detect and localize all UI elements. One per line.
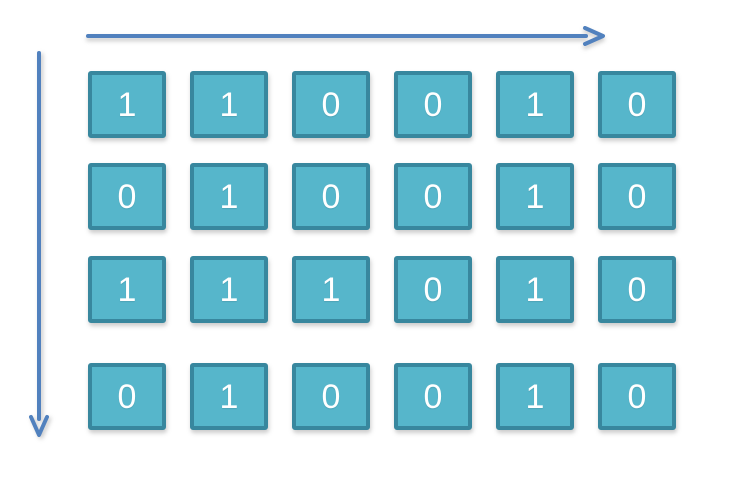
horizontal-right-arrow-icon	[86, 26, 605, 46]
matrix-cell: 1	[190, 163, 268, 230]
matrix-cell: 1	[190, 363, 268, 430]
matrix-cell: 0	[598, 363, 676, 430]
matrix-cell: 1	[190, 71, 268, 138]
matrix-cell: 0	[292, 363, 370, 430]
matrix-cell: 0	[598, 71, 676, 138]
matrix-cell: 0	[598, 163, 676, 230]
matrix-cell: 0	[88, 163, 166, 230]
matrix-cell: 1	[496, 363, 574, 430]
matrix-cell: 0	[88, 363, 166, 430]
horizontal-arrowhead	[583, 26, 605, 46]
matrix-cell: 1	[88, 256, 166, 323]
matrix-cell: 1	[190, 256, 268, 323]
matrix-cell: 0	[394, 163, 472, 230]
matrix-cell: 0	[292, 71, 370, 138]
matrix-cell: 1	[496, 256, 574, 323]
matrix-cell: 1	[496, 163, 574, 230]
matrix-cell: 0	[292, 163, 370, 230]
vertical-arrowhead	[29, 415, 49, 437]
matrix-cell: 0	[394, 363, 472, 430]
matrix-cell: 1	[496, 71, 574, 138]
matrix-cell: 1	[88, 71, 166, 138]
matrix-cell: 1	[292, 256, 370, 323]
matrix-cell: 0	[394, 256, 472, 323]
matrix-cell: 0	[598, 256, 676, 323]
vertical-down-arrow-icon	[29, 51, 49, 437]
matrix-cell: 0	[394, 71, 472, 138]
